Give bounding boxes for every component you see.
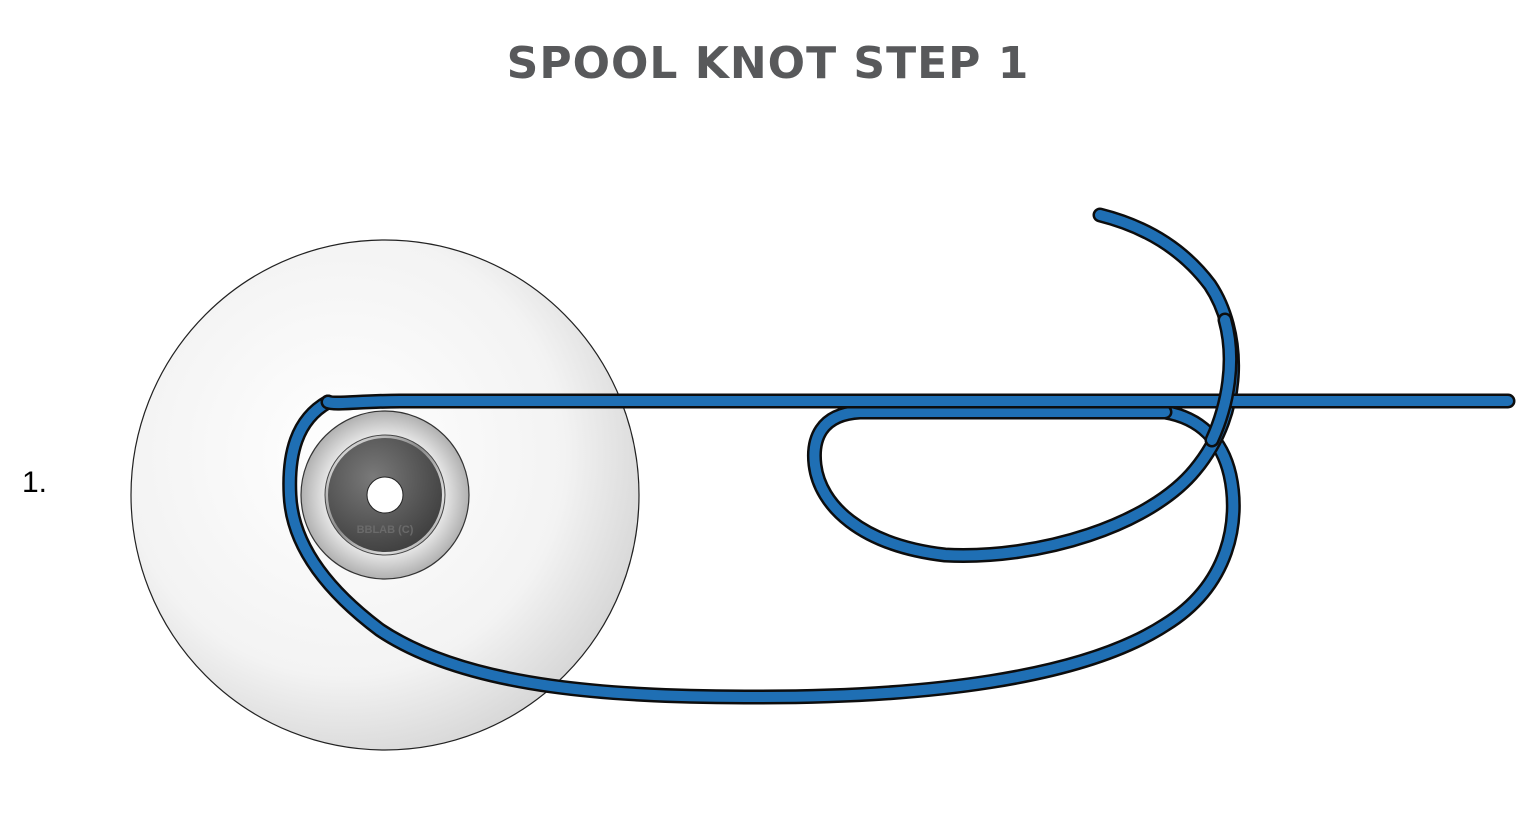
line-under-loop [284, 397, 1239, 702]
line-main [323, 396, 1513, 409]
line-inner-loop-outline [806, 207, 1241, 563]
watermark-text: BBLAB (C) [357, 524, 414, 536]
step-number: 1. [22, 466, 48, 499]
spool: BBLAB (C) [130, 239, 640, 751]
spool-arbor-hole [366, 476, 404, 514]
line-inner-loop [809, 210, 1238, 561]
page-title: SPOOL KNOT STEP 1 [506, 38, 1030, 89]
line-crossing [1207, 315, 1236, 445]
